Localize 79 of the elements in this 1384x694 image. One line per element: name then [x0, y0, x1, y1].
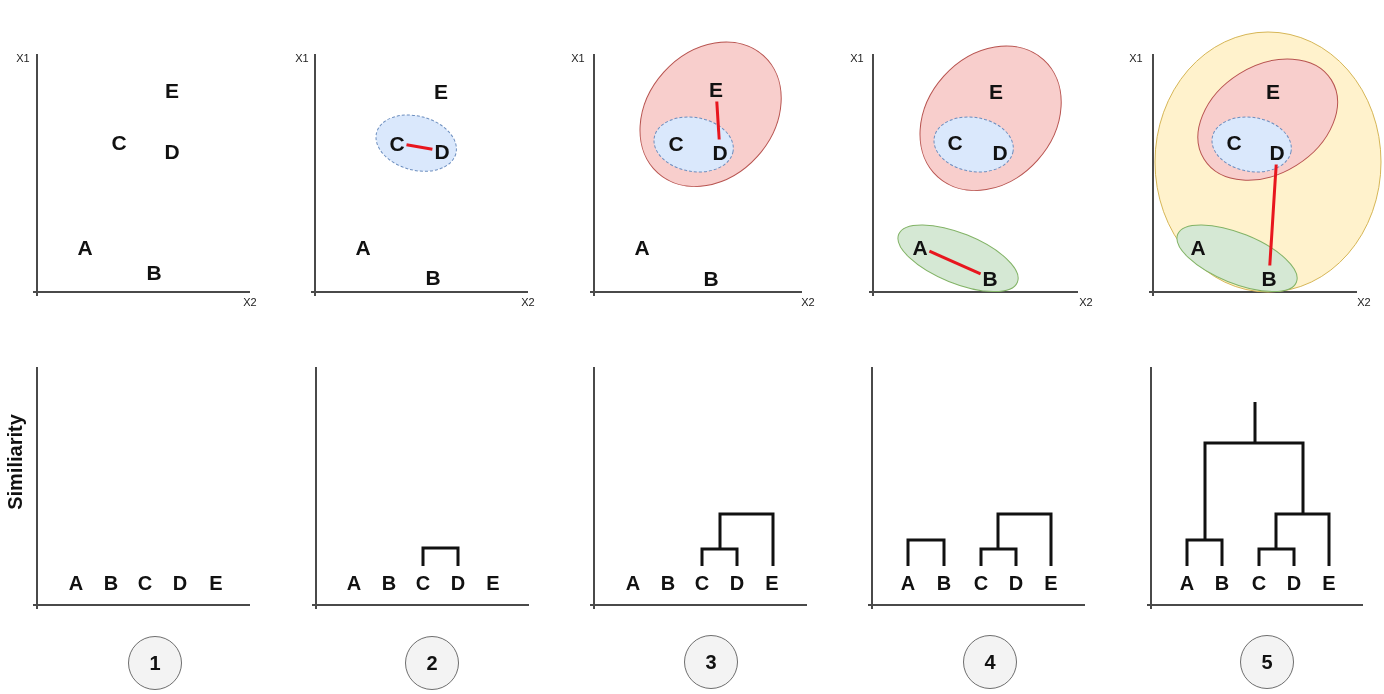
leaf-label: E: [209, 573, 223, 593]
point-label: C: [1226, 131, 1242, 153]
point-label: D: [1269, 141, 1285, 163]
point-label: B: [1261, 267, 1277, 289]
cluster-ellipse: [653, 115, 735, 173]
point-label: A: [77, 236, 93, 258]
leaf-label: A: [1179, 573, 1195, 593]
cluster-ellipse: [919, 44, 1063, 192]
point-label: E: [709, 78, 723, 100]
point-label: A: [634, 236, 650, 258]
axis-label: X1: [295, 52, 309, 64]
distance-line: [1268, 164, 1278, 266]
point-label: C: [947, 131, 963, 153]
point-label: C: [111, 131, 127, 153]
step-circle: 1: [128, 636, 182, 690]
point-label: E: [434, 80, 448, 102]
point-label: C: [668, 132, 684, 154]
point-label: A: [1190, 236, 1206, 258]
leaf-label: A: [68, 573, 84, 593]
point-label: E: [1266, 80, 1280, 102]
leaf-label: A: [346, 573, 362, 593]
point-label: D: [712, 141, 728, 163]
point-label: A: [355, 236, 371, 258]
cluster-ellipse: [1154, 31, 1382, 293]
point-label: D: [992, 141, 1008, 163]
step-circle: 3: [684, 635, 738, 689]
distance-line: [406, 143, 433, 151]
axis-label: X1: [1129, 52, 1143, 64]
point-label: B: [982, 267, 998, 289]
point-label: B: [703, 267, 719, 289]
cluster-ellipse: [1197, 58, 1339, 182]
leaf-label: C: [1251, 573, 1267, 593]
step-circle: 4: [963, 635, 1017, 689]
leaf-label: C: [137, 573, 153, 593]
leaf-label: E: [765, 573, 779, 593]
cluster-ellipse: [896, 223, 1020, 293]
point-label: D: [164, 140, 180, 162]
step-circle: 2: [405, 636, 459, 690]
axis-label: X1: [16, 52, 30, 64]
leaf-label: B: [103, 573, 119, 593]
cluster-ellipse: [933, 115, 1015, 173]
axis-label: X1: [850, 52, 864, 64]
cluster-ellipse: [1175, 223, 1299, 293]
point-label: B: [425, 266, 441, 288]
axis-label: X2: [521, 296, 535, 308]
leaf-label: E: [1044, 573, 1058, 593]
leaf-label: D: [172, 573, 188, 593]
leaf-label: D: [1008, 573, 1024, 593]
leaf-label: E: [1322, 573, 1336, 593]
leaf-label: B: [381, 573, 397, 593]
leaf-label: C: [694, 573, 710, 593]
leaf-label: B: [936, 573, 952, 593]
axis-title: Similiarity: [5, 414, 25, 510]
axis-label: X2: [801, 296, 815, 308]
leaf-label: B: [660, 573, 676, 593]
leaf-label: D: [729, 573, 745, 593]
cluster-ellipse: [1211, 115, 1293, 173]
step-circle: 5: [1240, 635, 1294, 689]
axis-label: X2: [1079, 296, 1093, 308]
distance-line: [715, 101, 721, 140]
point-label: D: [434, 140, 450, 162]
leaf-label: D: [450, 573, 466, 593]
axis-label: X2: [243, 296, 257, 308]
leaf-label: C: [415, 573, 431, 593]
leaf-label: E: [486, 573, 500, 593]
point-label: E: [989, 80, 1003, 102]
point-label: C: [389, 132, 405, 154]
axis-label: X2: [1357, 296, 1371, 308]
cluster-ellipse: [639, 40, 783, 188]
leaf-label: A: [625, 573, 641, 593]
point-label: B: [146, 261, 162, 283]
leaf-label: A: [900, 573, 916, 593]
point-label: E: [165, 79, 179, 101]
leaf-label: B: [1214, 573, 1230, 593]
leaf-label: D: [1286, 573, 1302, 593]
axis-label: X1: [571, 52, 585, 64]
leaf-label: C: [973, 573, 989, 593]
point-label: A: [912, 236, 928, 258]
cluster-ellipse: [374, 113, 458, 173]
